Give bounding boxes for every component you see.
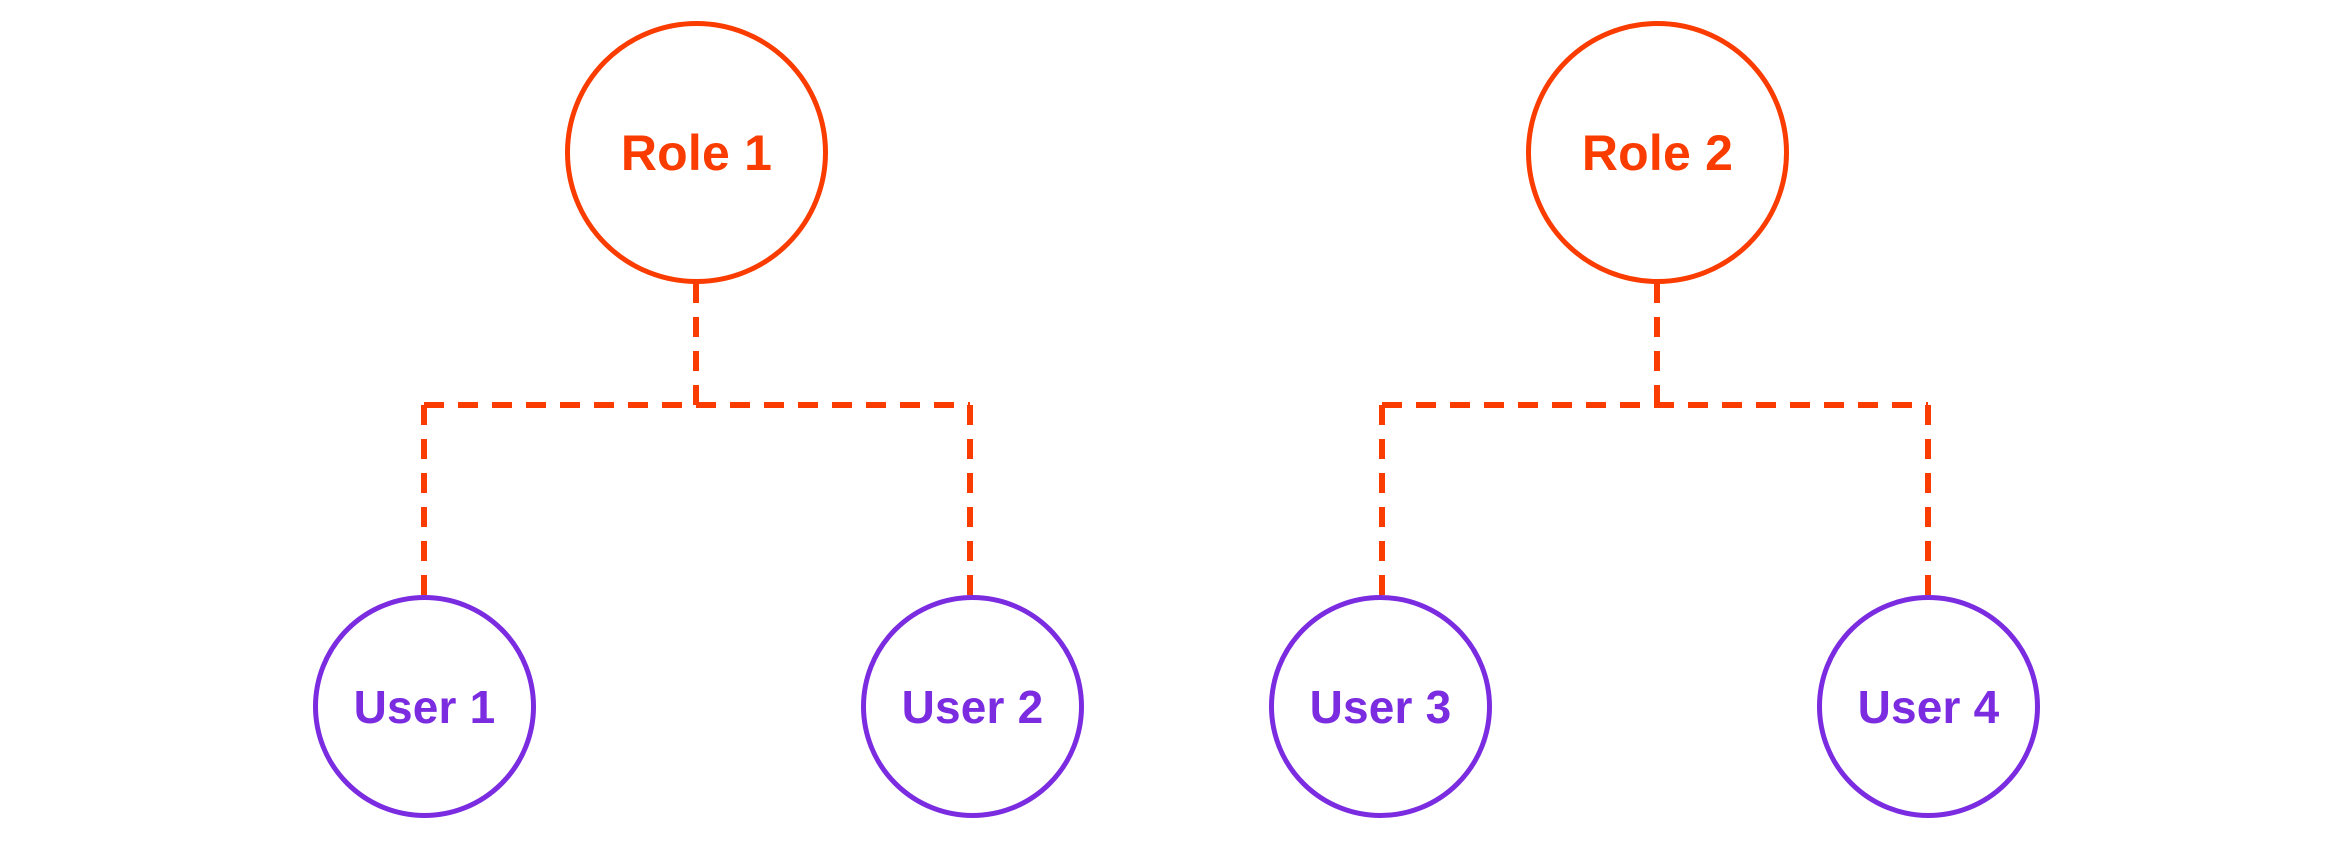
node-user-2[interactable]: User 2	[861, 595, 1084, 818]
edge-role1-to-users	[421, 283, 973, 595]
node-role-1-label: Role 1	[620, 124, 773, 181]
node-user-4-label: User 4	[1857, 680, 2000, 733]
edge-role2-to-users	[1379, 283, 1931, 595]
node-role-2-label: Role 2	[1581, 124, 1734, 181]
node-user-3[interactable]: User 3	[1269, 595, 1492, 818]
edge-group-role-2	[1379, 283, 1931, 595]
node-role-1[interactable]: Role 1	[565, 21, 828, 284]
node-user-4[interactable]: User 4	[1817, 595, 2040, 818]
node-role-2[interactable]: Role 2	[1526, 21, 1789, 284]
node-user-2-label: User 2	[901, 680, 1044, 733]
node-user-1-label: User 1	[353, 680, 496, 733]
edge-group-role-1	[421, 283, 973, 595]
node-user-3-label: User 3	[1309, 680, 1452, 733]
node-user-1[interactable]: User 1	[313, 595, 536, 818]
